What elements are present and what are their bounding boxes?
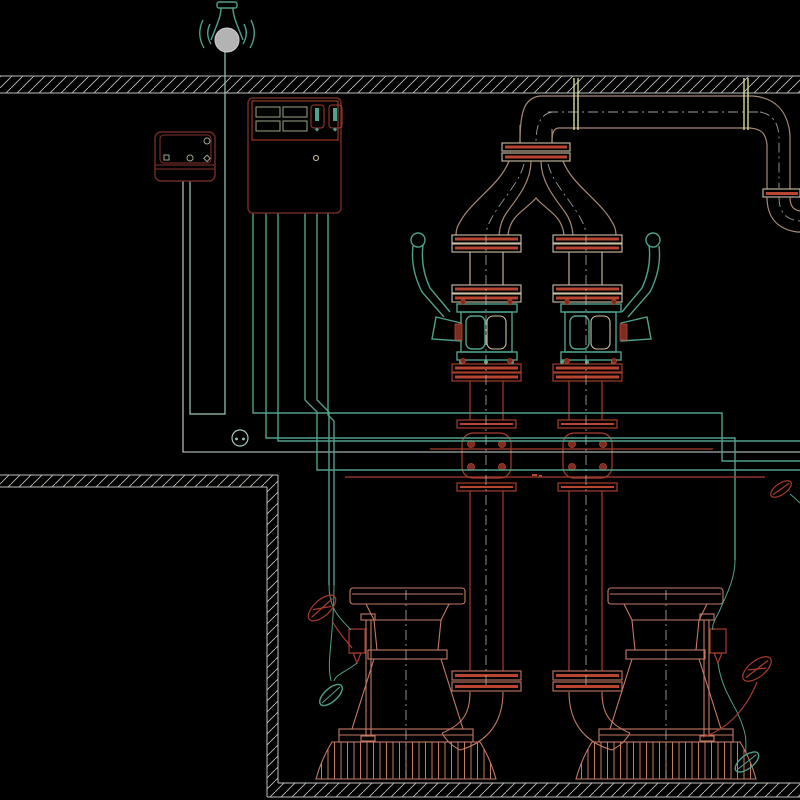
float-switches (307, 480, 792, 773)
left-float-cable (328, 584, 352, 631)
riser-pipe-flange (762, 188, 800, 198)
plot-mark (532, 474, 542, 477)
guide-rod (360, 613, 376, 742)
flange-pair (451, 360, 522, 382)
left-lever-valve (410, 232, 518, 364)
right-float-cable (712, 559, 736, 631)
switch-toggle (315, 108, 319, 121)
indicator-window (255, 120, 281, 132)
sound-wave-icon (199, 19, 205, 49)
left-riser (451, 234, 522, 671)
wye-branch (455, 125, 617, 236)
guide-rod (699, 613, 715, 742)
float-paddle-side (770, 480, 792, 498)
panel-wire-5 (316, 213, 330, 585)
terminal-icon (186, 154, 194, 162)
indicator-window (282, 120, 308, 132)
ceiling-slab (0, 75, 800, 94)
wye-top-flange (501, 142, 571, 162)
indicator-window (282, 106, 308, 118)
sounder-dome (214, 27, 240, 53)
sound-wave-icon (249, 19, 255, 49)
panel-wire-6 (327, 213, 335, 585)
panel-wire-4 (304, 213, 800, 471)
junction-box[interactable] (154, 131, 216, 182)
cable-gland (709, 628, 727, 665)
discharge-pipe (519, 95, 800, 233)
door-handle (312, 154, 320, 162)
left-float-cable-loop (333, 662, 358, 682)
wall-socket (231, 429, 249, 447)
float-paddle-red (742, 656, 772, 682)
valve-lever-handle[interactable] (410, 232, 451, 318)
panel-wire-2 (265, 213, 736, 560)
right-pump (552, 587, 757, 780)
sound-wave-icon (207, 23, 212, 45)
pipe-sleeves (573, 78, 749, 130)
alarm-sounder (199, 1, 255, 53)
junction-box-wire (182, 181, 800, 453)
alarm-wire (189, 52, 226, 415)
indicator-window (255, 106, 281, 118)
right-float-cable-loop (717, 662, 747, 753)
left-pump (315, 587, 522, 780)
sound-wave-icon (242, 23, 247, 45)
discharge-flange-pair (552, 670, 623, 692)
valve-lever-handle[interactable] (621, 232, 661, 318)
right-lever-valve (560, 232, 661, 364)
cable-gland (348, 628, 366, 665)
discharge-flange-pair (451, 670, 522, 692)
upper-floor-slab (0, 474, 278, 488)
terminal-icon (203, 137, 211, 145)
wiring (182, 52, 800, 753)
centerlines (405, 111, 800, 778)
flange-pair (451, 284, 522, 303)
side-paddle-stem (789, 493, 800, 504)
control-panel[interactable] (247, 97, 343, 214)
panel-wire-1 (252, 213, 800, 462)
terminal-icon (203, 154, 211, 163)
flange-pair (552, 284, 623, 303)
left-coupling (456, 419, 517, 492)
pit-wall (266, 475, 279, 797)
right-paddle-cable (702, 681, 758, 738)
float-teal (734, 751, 760, 773)
flange-pair (552, 234, 623, 253)
terminal-icon (163, 154, 170, 161)
float-teal (319, 683, 343, 707)
float-paddle-red (307, 594, 337, 622)
flange-pair (451, 234, 522, 253)
flange-pair (552, 360, 623, 382)
right-riser (552, 234, 623, 671)
panel-wire-3 (277, 213, 800, 442)
right-coupling (557, 419, 618, 492)
switch-toggle (333, 108, 337, 121)
pit-floor (267, 782, 800, 798)
left-float-cable (328, 584, 335, 682)
left-paddle-cable (331, 620, 353, 649)
